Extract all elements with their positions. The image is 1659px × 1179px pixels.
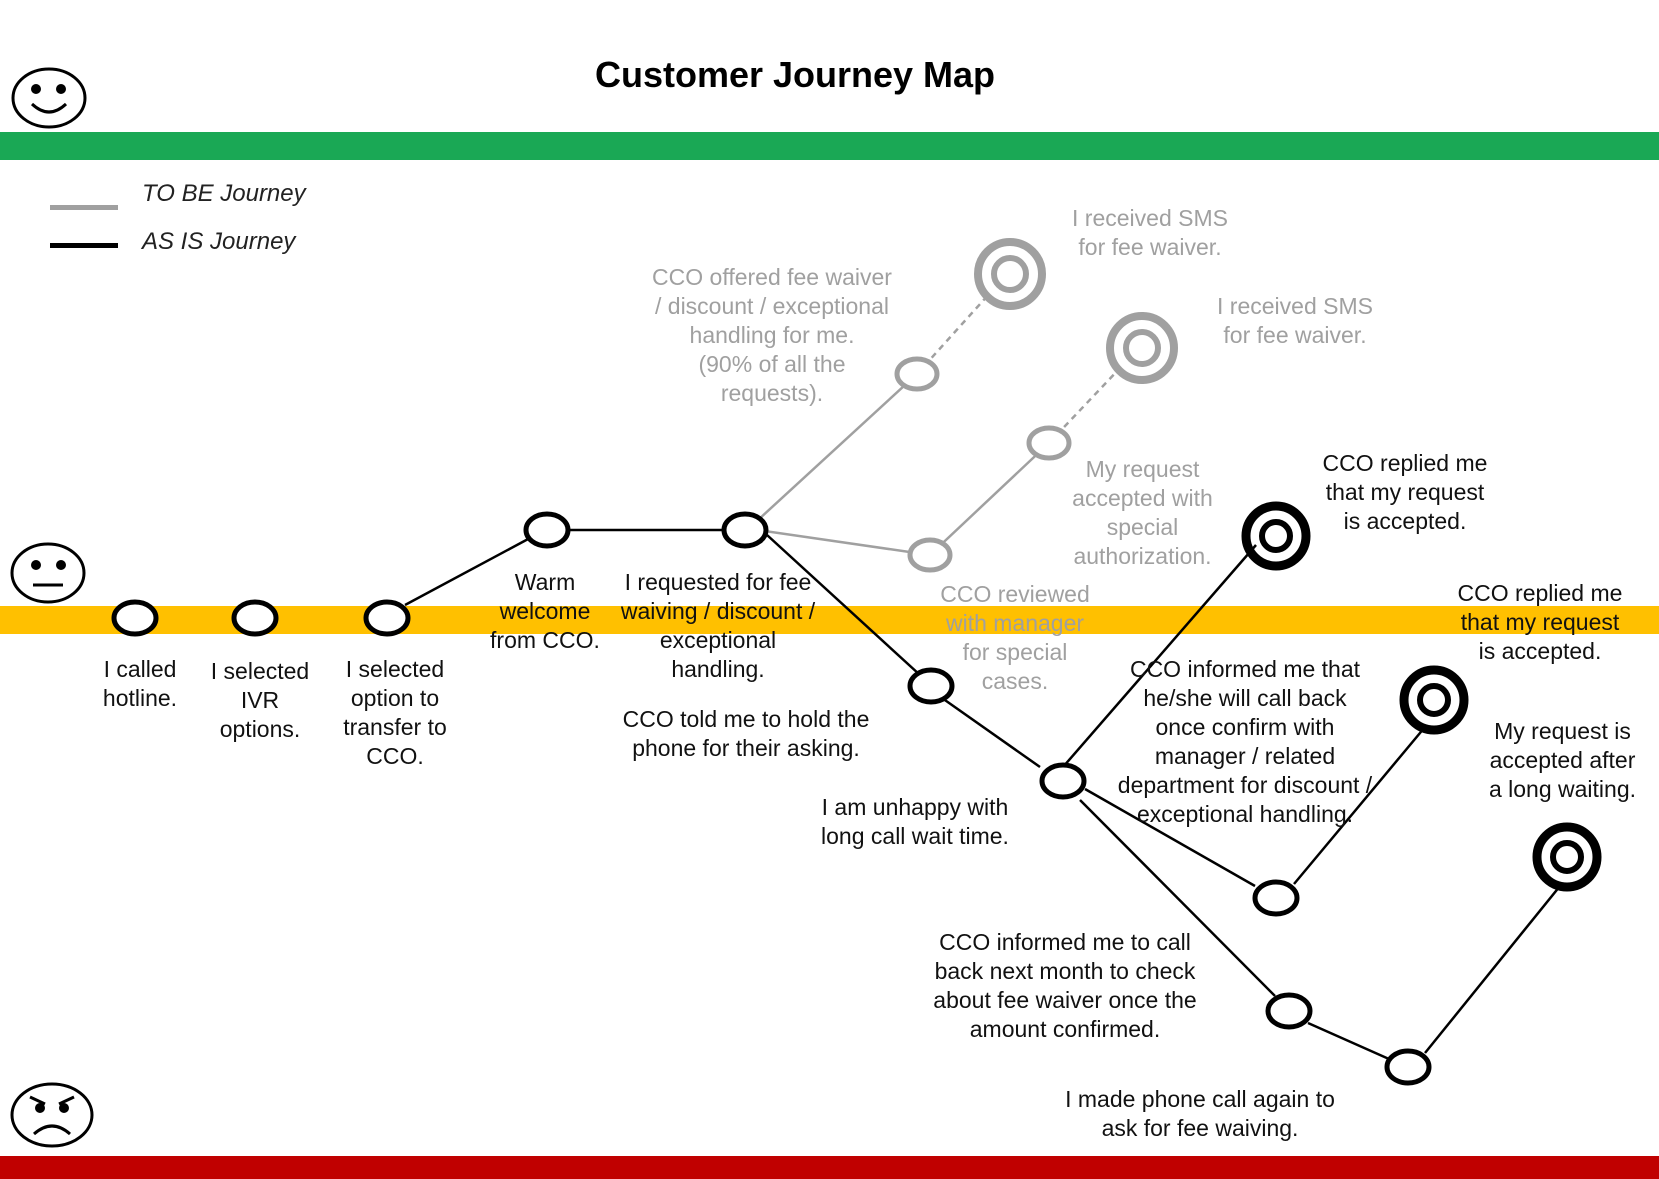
node-welcome [523, 511, 571, 549]
label-offered: CCO offered fee waiver / discount / exce… [652, 264, 892, 406]
label-call-next-month: CCO informed me to call back next month … [933, 929, 1197, 1042]
node-reviewed [907, 537, 953, 573]
node-callback [1252, 879, 1300, 917]
legend-asis-line [50, 243, 118, 248]
label-reviewed: CCO reviewed with manager for special ca… [940, 581, 1090, 694]
label-sms-2: I received SMS for fee waiver. [1217, 293, 1373, 348]
target-accepted-2 [1399, 665, 1469, 735]
node-called [111, 599, 159, 637]
legend-asis-label: AS IS Journey [142, 228, 296, 255]
label-special-auth: My request accepted with special authori… [1072, 456, 1213, 569]
unhappy-band [0, 1156, 1659, 1179]
page-title: Customer Journey Map [594, 54, 996, 95]
target-accepted-long-wait [1532, 822, 1602, 892]
legend-tobe-line [50, 205, 118, 210]
label-hold: CCO told me to hold the phone for their … [622, 706, 870, 761]
label-unhappy-wait: I am unhappy with long call wait time. [821, 794, 1009, 849]
to-be-paths [757, 292, 1121, 557]
angry-face-icon [10, 1082, 94, 1148]
node-hold [907, 667, 955, 705]
target-sms-1 [974, 238, 1046, 310]
as-is-targets [1241, 501, 1602, 892]
node-unhappy-wait [1039, 762, 1087, 800]
node-offered [894, 356, 940, 392]
label-called-again: I made phone call again to ask for fee w… [1065, 1086, 1335, 1141]
label-called: I called hotline. [102, 656, 178, 711]
node-ivr [231, 599, 279, 637]
node-requested [721, 511, 769, 549]
smiley-face-icon [11, 67, 87, 129]
to-be-nodes [894, 356, 1072, 573]
target-sms-2 [1106, 312, 1178, 384]
to-be-targets [974, 238, 1178, 384]
label-sms-1: I received SMS for fee waiver. [1072, 205, 1228, 260]
label-ivr: I selected IVR options. [210, 658, 310, 742]
label-requested: I requested for fee waiving / discount /… [620, 569, 816, 682]
legend-tobe-label: TO BE Journey [142, 180, 306, 207]
node-transfer [363, 599, 411, 637]
label-welcome: Warm welcome from CCO. [490, 569, 600, 653]
label-accepted-long-wait: My request is accepted after a long wait… [1488, 718, 1637, 802]
label-transfer: I selected option to transfer to CCO. [343, 656, 447, 769]
target-accepted-1 [1241, 501, 1311, 571]
label-informed-callback: CCO informed me that he/she will call ba… [1117, 656, 1373, 827]
label-replied-accepted-2: CCO replied me that my request is accept… [1457, 580, 1623, 664]
node-call-next-month [1265, 992, 1313, 1030]
node-special-auth [1026, 425, 1072, 461]
neutral-face-icon [10, 542, 86, 604]
as-is-nodes [111, 511, 1432, 1086]
as-is-paths [404, 528, 1561, 1061]
label-replied-accepted-1: CCO replied me that my request is accept… [1322, 450, 1488, 534]
node-called-again [1384, 1048, 1432, 1086]
happy-band [0, 132, 1659, 160]
